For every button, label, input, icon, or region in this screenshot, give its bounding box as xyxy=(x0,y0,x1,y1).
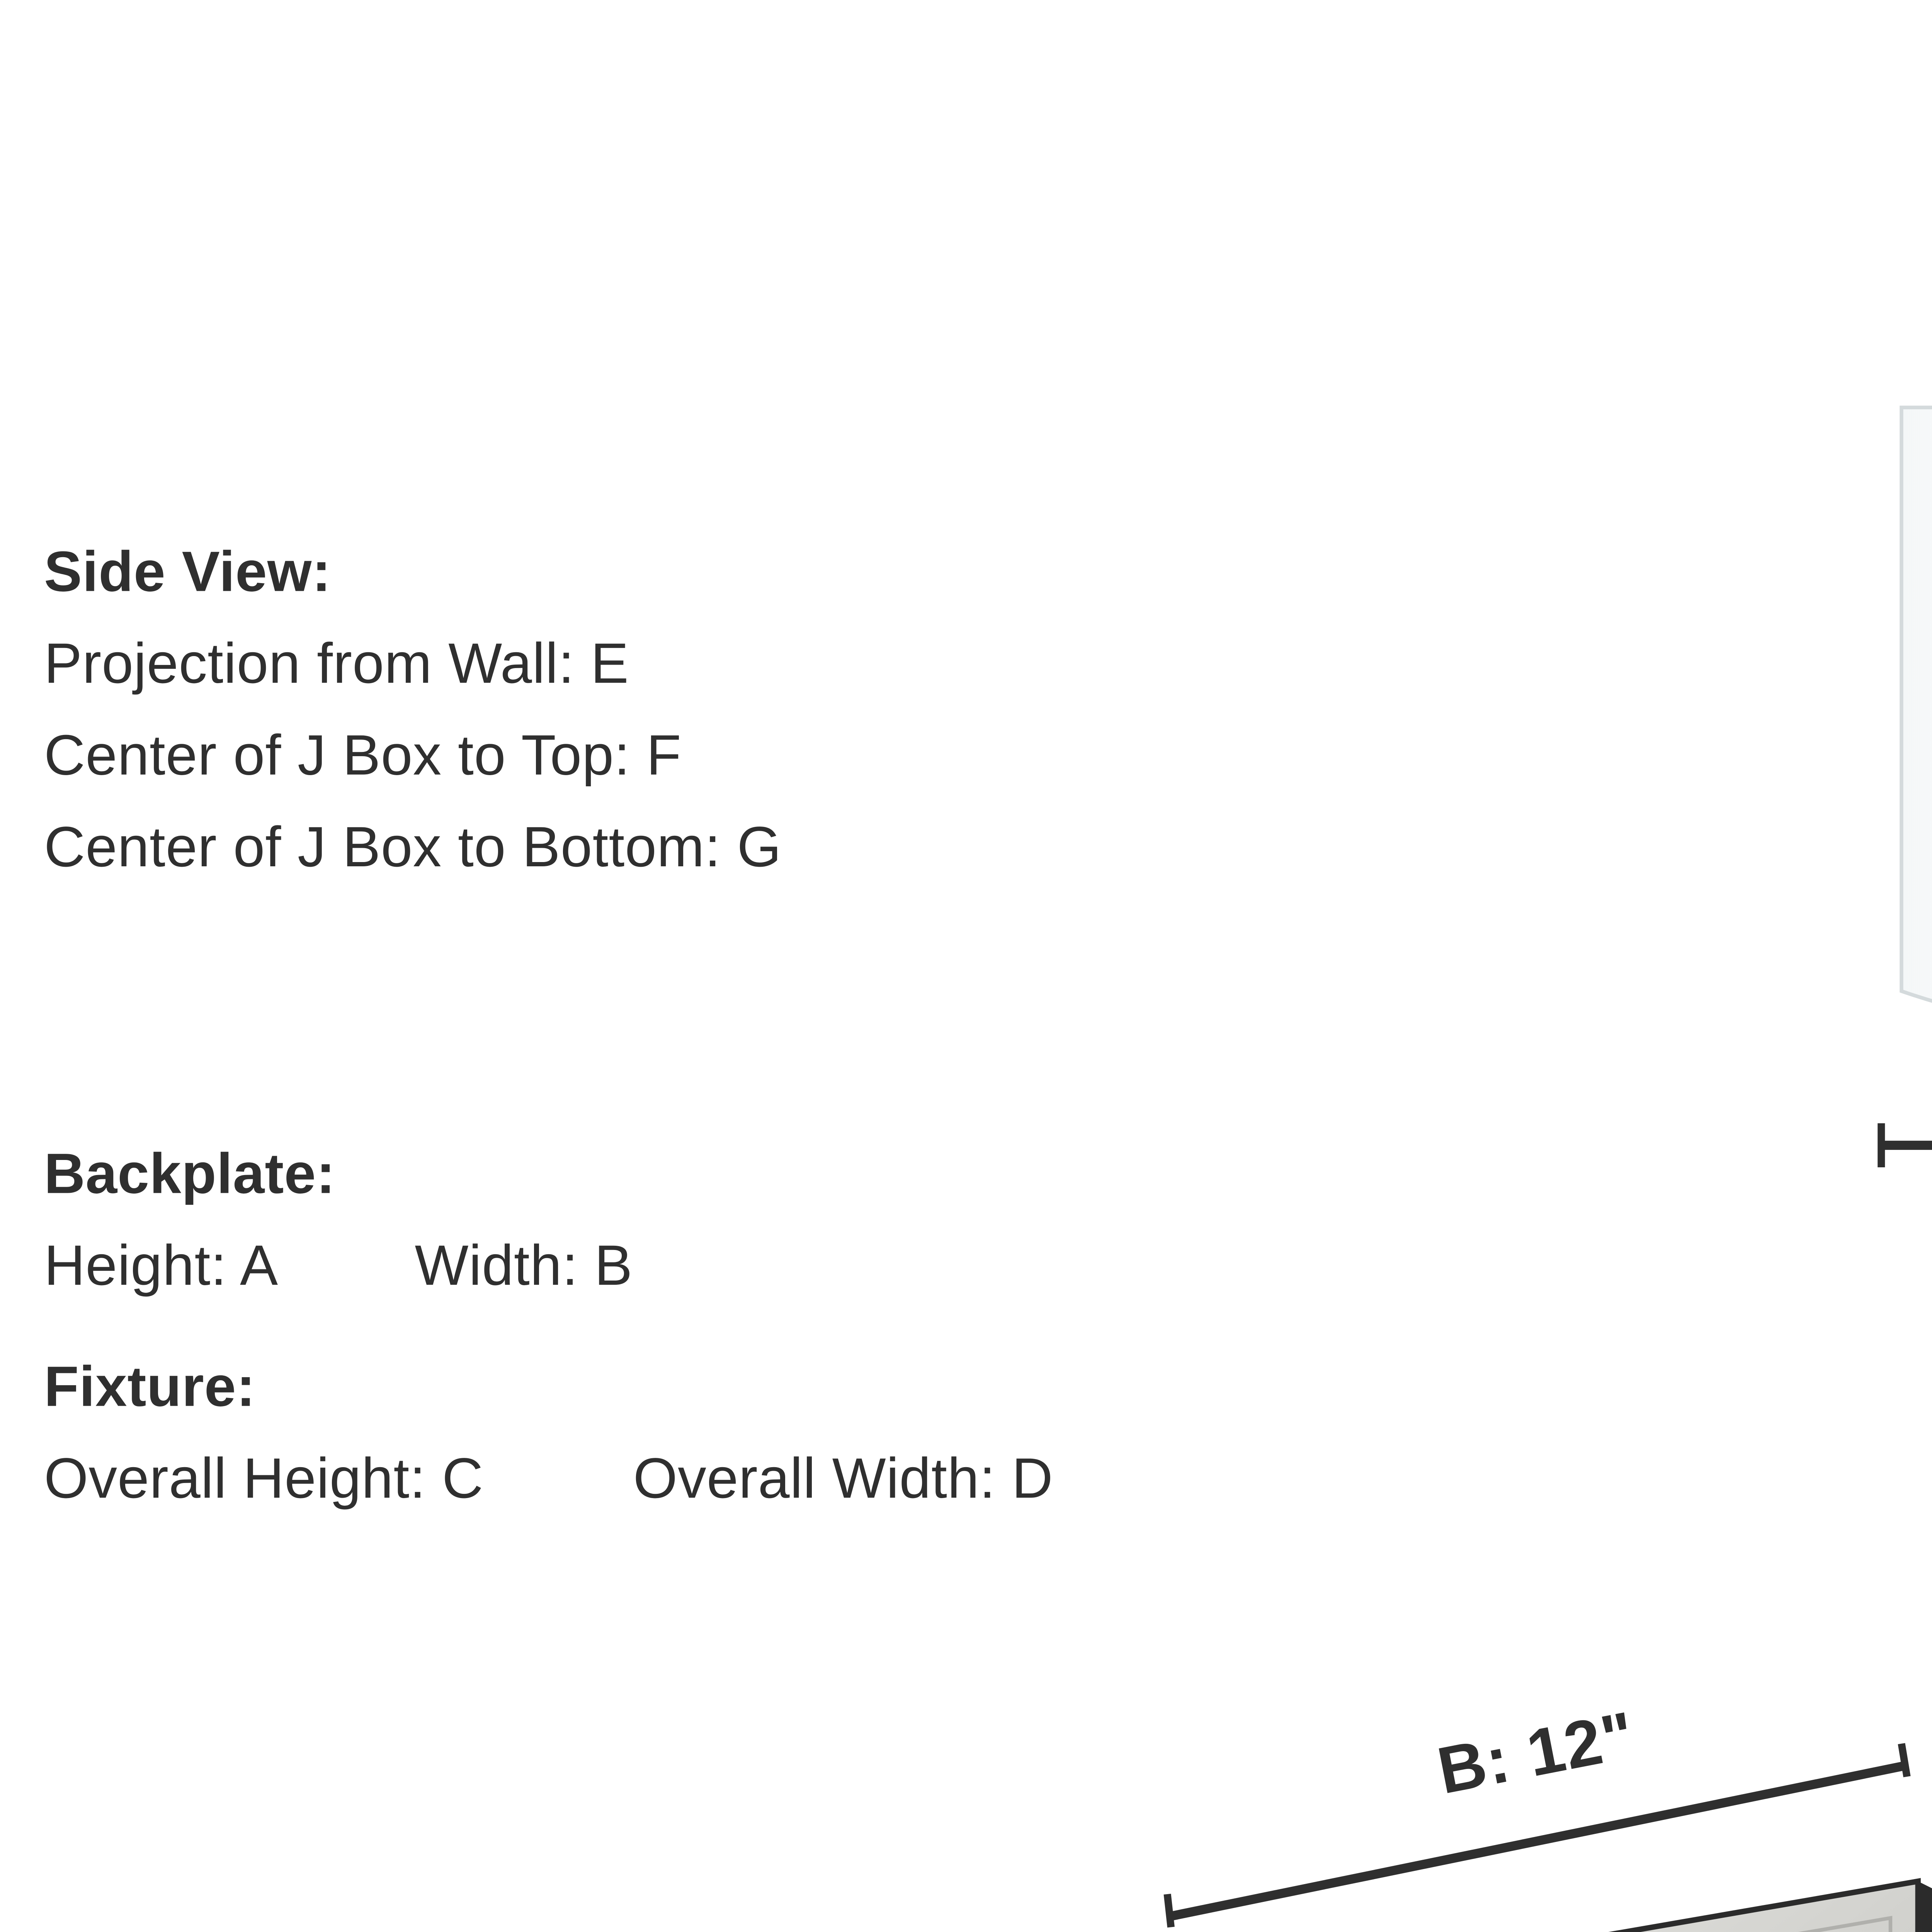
side-view-heading: Side View: xyxy=(44,539,332,604)
dim-line-b xyxy=(1170,1761,1906,1921)
backplate-width-line: Width: B xyxy=(415,1233,633,1298)
overall-width-line: Overall Width: D xyxy=(633,1446,1053,1511)
backplate-heading: Backplate: xyxy=(44,1141,336,1206)
projection-from-wall-line: Projection from Wall: E xyxy=(44,631,629,696)
front-backplate xyxy=(1608,1878,1932,1932)
side-glass-shade xyxy=(1900,405,1932,1003)
jbox-to-top-line: Center of J Box to Top: F xyxy=(44,723,682,787)
backplate-height-line: Height: A xyxy=(44,1233,279,1298)
jbox-to-bottom-line: Center of J Box to Bottom: G xyxy=(44,815,782,879)
fixture-heading: Fixture: xyxy=(44,1354,256,1419)
overall-height-line: Overall Height: C xyxy=(44,1446,484,1511)
